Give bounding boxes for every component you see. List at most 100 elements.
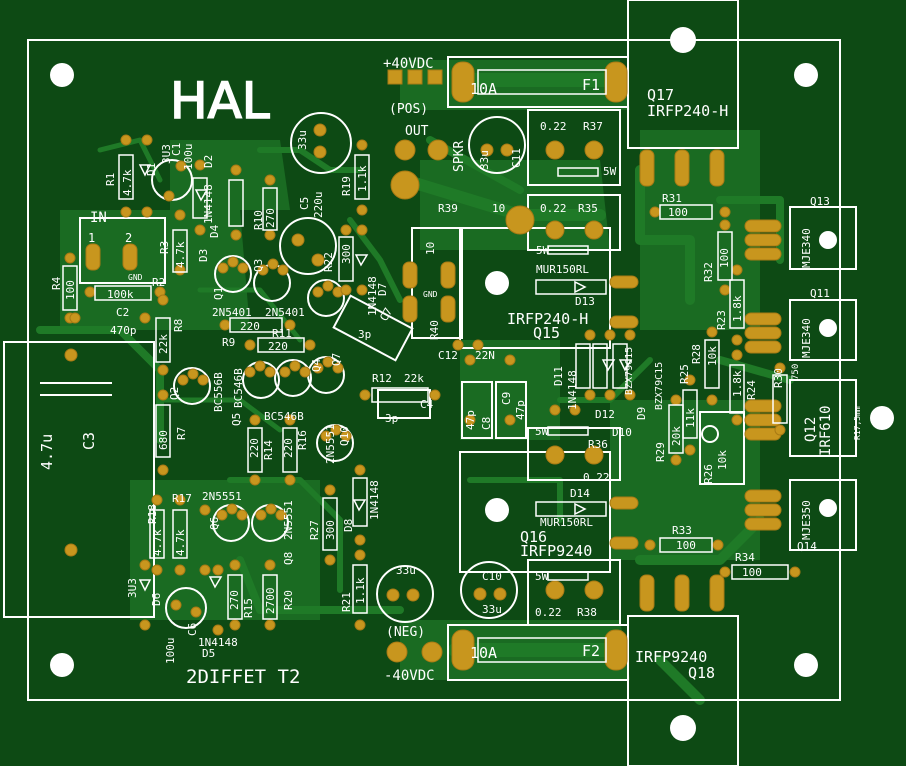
label-r2v: 100k (107, 288, 134, 301)
label-r28: R28 (690, 344, 703, 364)
label-d11v: 1N4148 (566, 370, 579, 410)
label-q3: Q3 (252, 259, 265, 272)
label-r3v: 4.7k (174, 241, 187, 268)
label-r16: R16 (296, 430, 309, 450)
label-r7v: 680 (157, 430, 170, 450)
label-r32v: 100 (718, 248, 731, 268)
mounting-hole (50, 653, 74, 677)
label-d2v: 1N4148 (202, 184, 215, 224)
label-q17: Q17 (647, 86, 674, 104)
label-q11v: MJE340 (800, 318, 813, 358)
label-r4: R4 (50, 276, 63, 290)
label-r25v: 11k (684, 408, 697, 428)
label-r29: R29 (654, 442, 667, 462)
label-q7: Q7 (330, 353, 343, 366)
label-q13v: MJE340 (800, 228, 813, 268)
label-r20: R20 (282, 590, 295, 610)
label-r38: R38 (577, 606, 597, 619)
label-c9v: 47p (514, 400, 527, 420)
label-c12v: 22N (475, 349, 495, 362)
label-d8: D8 (342, 519, 355, 532)
silkscreen-outlines (3, 0, 857, 766)
label-d8v: 1N4148 (368, 480, 381, 520)
label-d14: D14 (570, 487, 590, 500)
label-d6: D6 (150, 593, 163, 606)
label-r34v: 100 (742, 566, 762, 579)
label-d12: D12 (595, 408, 615, 421)
transistor-hole (819, 319, 837, 337)
label-q16: Q16 (520, 528, 547, 546)
label-r3: R3 (158, 241, 171, 254)
label-d14v: MUR150RL (540, 516, 593, 529)
label-q16v: IRFP9240 (520, 542, 592, 560)
transistor-hole (870, 406, 894, 430)
label-r1: R1 (104, 173, 117, 186)
label-r39v: 10 (492, 202, 505, 215)
label-c4v: 3p (385, 412, 398, 425)
label-q1v: 2N5401 (212, 306, 252, 319)
label-q15v: IRFP240-H (507, 310, 588, 328)
label-q7v: BC546B (264, 410, 304, 423)
board-title: HAL (170, 72, 270, 130)
label-d7: D7 (376, 283, 389, 296)
label-pos-rail: +40VDC (383, 56, 434, 72)
label-r15v: 270 (228, 590, 241, 610)
label-r2: R2 (152, 276, 165, 289)
label-r31: R31 (662, 192, 682, 205)
label-q4: Q4 (310, 358, 323, 372)
label-c7: C7 (377, 306, 395, 324)
label-r18v: 4.7k (151, 529, 164, 556)
label-r39: R39 (438, 202, 458, 215)
label-c4: C4 (420, 398, 434, 411)
label-d11: D11 (552, 366, 565, 386)
label-q8v: 2N5551 (282, 500, 295, 540)
label-r8v: 22k (157, 334, 170, 354)
transistor-hole (670, 715, 696, 741)
label-q5: Q5 (230, 413, 243, 426)
label-q2v: BC556B (212, 372, 225, 412)
label-r33v: 100 (676, 539, 696, 552)
label-c5: C5 (298, 197, 311, 210)
label-r12: R12 (372, 372, 392, 385)
label-c7v: 3p (358, 328, 371, 341)
label-r22: R22 (322, 252, 335, 272)
label-d7v: 1N4148 (366, 276, 379, 316)
label-gnd1: GND (128, 273, 143, 282)
label-r23: R23 (715, 310, 728, 330)
label-r14v: 220 (248, 438, 261, 458)
label-r37: R37 (583, 120, 603, 133)
label-r4v: 100 (64, 280, 77, 300)
label-r17: R17 (172, 492, 192, 505)
label-r15: R15 (242, 598, 255, 618)
label-c8: C8 (480, 417, 493, 430)
label-in: IN (90, 210, 107, 226)
transistor-hole (485, 271, 509, 295)
transistor-hole (819, 231, 837, 249)
label-d13v: MUR150RL (536, 263, 589, 276)
label-heatsink: R17,5mm (853, 406, 862, 440)
label-d9: D9 (635, 407, 648, 420)
label-r35w: 5W (536, 244, 550, 257)
label-q1: Q1 (212, 287, 225, 300)
label-d9v: BZX79C15 (654, 362, 665, 410)
label-r21: R21 (340, 592, 353, 612)
label-pos: (POS) (389, 102, 428, 117)
label-r37v: 0.22 (540, 120, 567, 133)
label-r19v: 1.1k (356, 165, 369, 192)
label-cap33a: 33u (296, 130, 309, 150)
label-c10v: 33u (482, 603, 502, 616)
label-r14: R14 (262, 440, 275, 460)
label-c11: C11 (510, 148, 523, 168)
label-r36: R36 (588, 438, 608, 451)
label-q14v: MJE350 (800, 500, 813, 540)
label-r25: R25 (678, 364, 691, 384)
label-r17v: 4.7k (174, 529, 187, 556)
transistor-hole (485, 498, 509, 522)
label-amp1: 10A (470, 80, 497, 98)
label-q14: Q14 (797, 540, 817, 553)
label-q8: Q8 (282, 552, 295, 565)
label-r36w: 5W (535, 425, 549, 438)
label-q18: Q18 (688, 664, 715, 682)
label-gnd2: GND (423, 290, 438, 299)
transistor-hole (670, 27, 696, 53)
